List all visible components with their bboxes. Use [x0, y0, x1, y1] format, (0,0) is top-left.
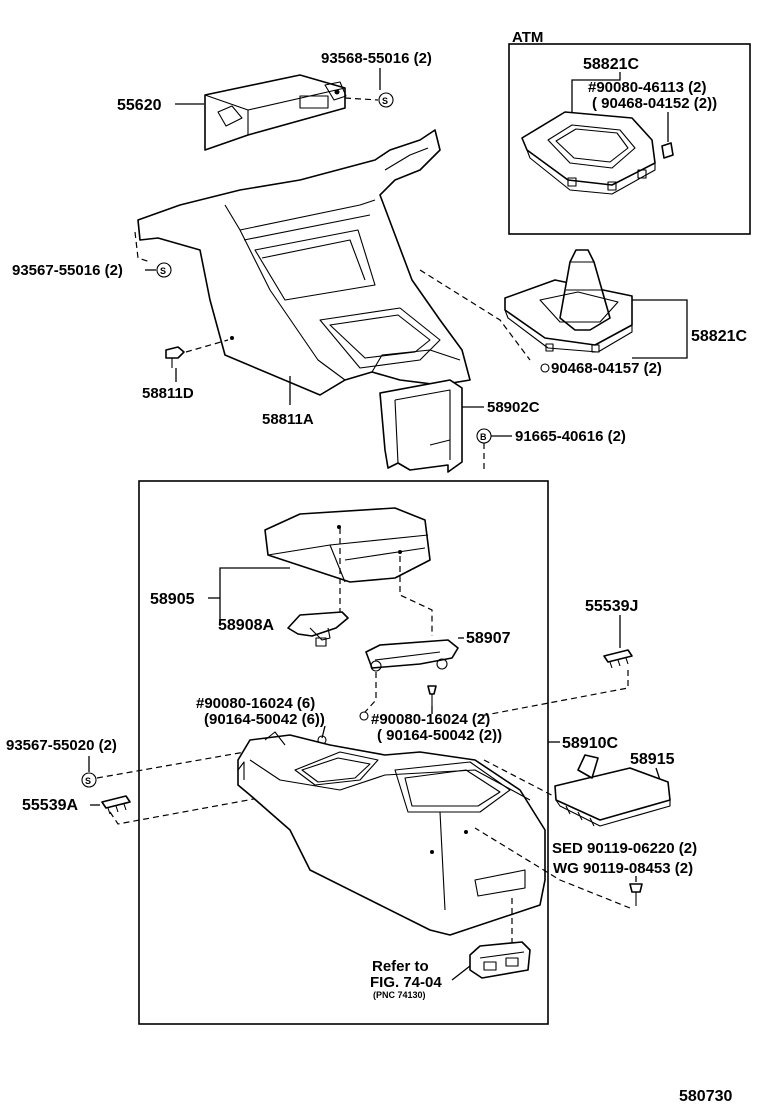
atm-shift-bezel — [521, 111, 656, 195]
label-55539a: 55539A — [22, 797, 78, 814]
part-lower-console-box — [237, 731, 546, 936]
ref-line2: FIG. 74-04 — [370, 974, 442, 991]
dash-console-boot — [419, 269, 531, 361]
svg-text:S: S — [382, 96, 388, 106]
s-circle-93567-55016: S — [156, 262, 172, 278]
screw-90080-16024-upper — [427, 685, 437, 706]
atm-leader — [571, 72, 621, 130]
label-58907: 58907 — [466, 630, 511, 647]
atm-clip — [661, 142, 674, 159]
dash-93568 — [344, 97, 379, 101]
lower-console-frame — [138, 480, 549, 1025]
dash-screw-left — [364, 672, 377, 713]
ref-line3: (PNC 74130) — [373, 990, 426, 1000]
part-55539a-clip — [101, 795, 131, 815]
part-58811d-clip — [165, 346, 185, 368]
atm-58821c-label: 58821C — [583, 56, 639, 73]
s-circle-93568: S — [378, 92, 394, 108]
label-58902c: 58902C — [487, 399, 540, 416]
atm-inset: ATM 58821C #90080-46113 (2) ( 90468-0415… — [508, 29, 751, 235]
label-58915: 58915 — [630, 751, 675, 768]
dash-55539j — [479, 670, 629, 717]
label-93567-55020: 93567-55020 (2) — [6, 737, 117, 754]
label-93567-55016: 93567-55016 (2) — [12, 262, 123, 279]
label-58821c-right: 58821C — [691, 328, 747, 345]
part-55620 — [204, 74, 347, 151]
part-58811a-upper-console — [137, 129, 471, 396]
label-90119-08453: WG 90119-08453 (2) — [553, 860, 693, 877]
dash-93567-55016 — [134, 231, 151, 263]
dash-90119 — [474, 827, 631, 909]
part-58905-armrest-lid — [264, 507, 431, 583]
label-58811d: 58811D — [142, 385, 194, 402]
svg-text:S: S — [160, 266, 166, 276]
label-91665-40616: 91665-40616 (2) — [515, 428, 626, 445]
label-90080-16024-2: #90080-16024 (2) — [371, 711, 490, 728]
svg-text:B: B — [480, 432, 487, 442]
bolt-90468-04157 — [540, 363, 550, 373]
label-55620: 55620 — [117, 97, 162, 114]
leader-ref — [451, 965, 471, 981]
label-55539j: 55539J — [585, 598, 638, 615]
label-58910c: 58910C — [562, 735, 618, 752]
screw-left — [359, 711, 369, 721]
atm-label: ATM — [512, 29, 543, 46]
label-90119-06220: SED 90119-06220 (2) — [552, 840, 697, 857]
dash-55539a — [109, 795, 271, 825]
ref-line1: Refer to — [372, 958, 429, 975]
svg-text:S: S — [85, 776, 91, 786]
b-circle-91665: B — [476, 428, 492, 444]
part-55539j-clip — [603, 649, 633, 669]
dash-58811d — [185, 339, 229, 353]
figure-number: 580730 — [679, 1088, 732, 1105]
leader-58905 — [219, 567, 290, 598]
label-58811a: 58811A — [262, 411, 314, 428]
s-circle-93567-55020: S — [81, 772, 97, 788]
atm-90080-46113-label: #90080-46113 (2) — [588, 79, 706, 96]
part-58902c-bracket — [379, 379, 463, 473]
label-90080-16024-6: #90080-16024 (6) — [196, 695, 315, 712]
part-58821c-shift-boot — [504, 249, 633, 353]
part-58910c-58915-lid — [554, 754, 671, 827]
atm-frame — [508, 43, 751, 235]
dash-58910c — [483, 759, 566, 803]
leader-58821c-right — [632, 299, 688, 359]
part-ashtray — [469, 941, 531, 979]
part-58908a-hinge — [287, 611, 349, 647]
label-90164-50042-6: (90164-50042 (6)) — [204, 711, 325, 728]
bolt-90119 — [629, 883, 643, 906]
label-93568-55016: 93568-55016 (2) — [321, 50, 432, 67]
dash-93567-55020 — [96, 751, 246, 779]
label-90468-04157: 90468-04157 (2) — [551, 360, 662, 377]
atm-90468-04152-label: ( 90468-04152 (2)) — [592, 95, 717, 112]
label-58908a: 58908A — [218, 617, 274, 634]
label-58905: 58905 — [150, 591, 195, 608]
part-58907-lock — [365, 639, 459, 672]
label-90164-50042-2: ( 90164-50042 (2)) — [377, 727, 502, 744]
